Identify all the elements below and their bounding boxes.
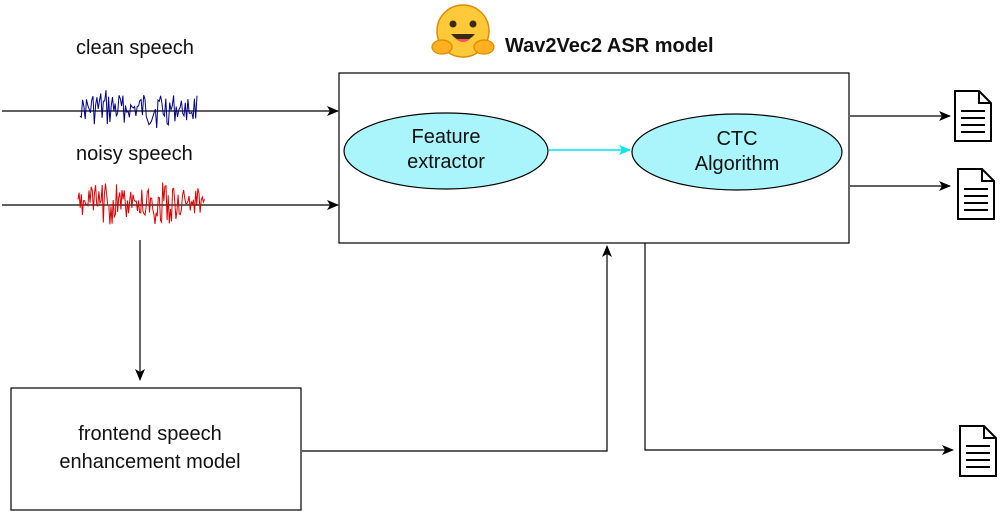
diagram-title: Wav2Vec2 ASR model [505, 35, 714, 57]
noisy-waveform [77, 182, 205, 225]
noisy-speech-label: noisy speech [76, 143, 193, 165]
frontend-enhancement-box [10, 387, 302, 511]
ctc-label-1: CTC [716, 128, 757, 150]
hugging-face-logo-icon [431, 4, 495, 58]
frontend-label-1: frontend speech [78, 423, 221, 445]
noisy-transcript-document-icon [957, 168, 995, 220]
enhanced-output-arrow [644, 243, 954, 455]
feature-extractor-node [343, 112, 549, 190]
enhanced-transcript-document-icon [959, 425, 997, 477]
clean-waveform [79, 90, 198, 129]
frontend-to-model-arrow [302, 245, 612, 452]
feature-extractor-label-2: extractor [407, 151, 485, 173]
frontend-label-2: enhancement model [59, 451, 240, 473]
feature-extractor-label-1: Feature [412, 126, 481, 148]
ctc-algorithm-node [631, 113, 843, 191]
clean-speech-label: clean speech [76, 37, 194, 59]
ctc-label-2: Algorithm [695, 153, 779, 175]
clean-transcript-document-icon [954, 90, 992, 142]
